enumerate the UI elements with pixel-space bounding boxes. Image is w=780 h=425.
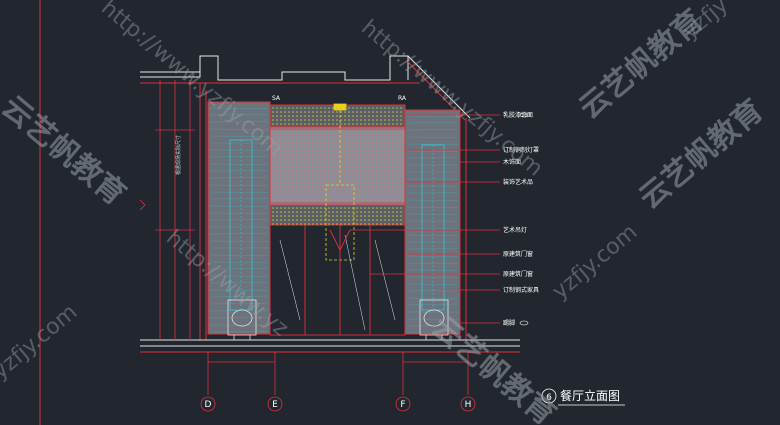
watermark-url-4: yzfjy.com <box>548 220 642 305</box>
grid-bubble-e: E <box>268 397 282 411</box>
mark-sa: SA <box>272 95 281 102</box>
watermark-brand-4: 云艺帆教育 <box>425 309 562 425</box>
watermark-url-1: http://www.yzfjy.com <box>96 0 287 162</box>
watermark-brand-3: 云艺帆教育 <box>633 93 770 216</box>
callout-original-window-2: 原建筑门窗 <box>503 270 533 278</box>
callout-custom-furniture: 订制钢式家具 <box>503 286 539 294</box>
grid-bubble-h: H <box>461 397 475 411</box>
mark-ra: RA <box>398 95 407 102</box>
left-dimensions <box>140 80 195 340</box>
callout-pendant-lamp: 艺术吊灯 <box>503 226 527 234</box>
svg-text:F: F <box>400 400 405 410</box>
callout-latex-paint: 乳胶漆饰面 <box>503 111 533 119</box>
vertical-dimension-note: 根据现场实际尺寸 <box>175 135 182 175</box>
central-art-panel <box>270 105 405 225</box>
grid-bubble-f: F <box>396 397 410 411</box>
svg-text:H: H <box>465 400 472 410</box>
lower-door-frames <box>270 225 405 335</box>
watermark-url-6: yzfjy.com <box>0 300 82 385</box>
view-title: 餐厅立面图 <box>560 388 620 403</box>
grid-axis-lines <box>208 352 468 395</box>
skirting-mark-icon <box>520 321 528 325</box>
svg-text:E: E <box>272 400 278 410</box>
svg-text:D: D <box>205 400 212 410</box>
callout-skirting: 踢脚 <box>503 319 515 327</box>
grid-bubble-d: D <box>201 397 215 411</box>
callout-original-window-1: 原建筑门窗 <box>503 250 533 258</box>
watermark-brand-1: 云艺帆教育 <box>0 89 132 212</box>
